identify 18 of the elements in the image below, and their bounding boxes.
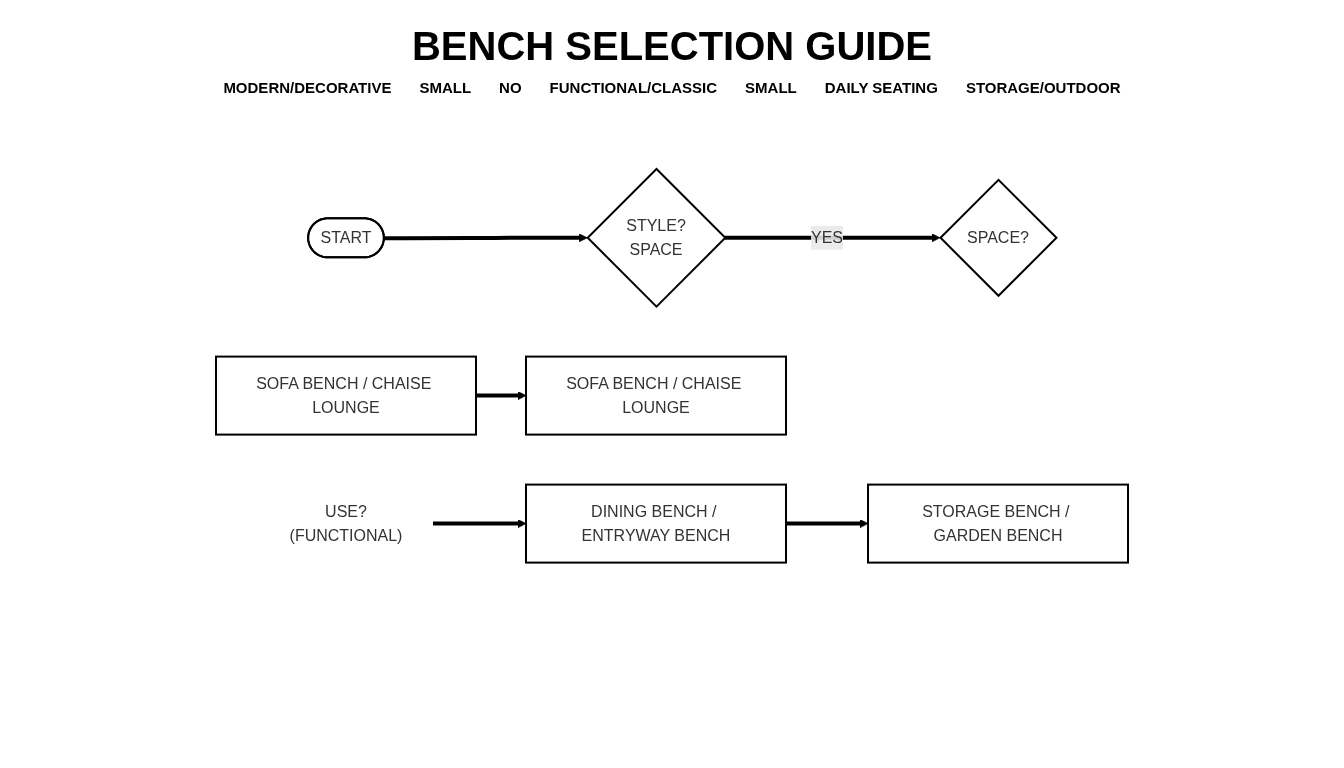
title: BENCH SELECTION GUIDE xyxy=(410,24,933,69)
node-box: STORAGE BENCH / GARDEN BENCH xyxy=(867,483,1129,564)
note-label: MODERN/DECORATIVE xyxy=(223,79,392,96)
node-diamond: STYLE? SPACE xyxy=(586,167,727,309)
note-label: STORAGE/OUTDOOR xyxy=(965,79,1121,96)
note-label: DAILY SEATING xyxy=(824,79,938,96)
note-label: SMALL xyxy=(745,79,797,96)
note-label: SMALL xyxy=(419,79,472,96)
note-label: FUNCTIONAL/CLASSIC xyxy=(549,79,718,96)
edge-label: YES xyxy=(810,229,843,246)
arrow xyxy=(384,233,588,243)
node-box: SOFA BENCH / CHAISE LOUNGE xyxy=(525,355,787,436)
node-box: DINING BENCH / ENTRYWAY BENCH xyxy=(525,483,787,564)
note-label: NO xyxy=(499,79,522,96)
arrow xyxy=(786,519,869,529)
node-box: SOFA BENCH / CHAISE LOUNGE xyxy=(215,355,477,436)
node-text: USE? (FUNCTIONAL) xyxy=(289,502,403,544)
node-diamond: SPACE? xyxy=(939,178,1058,298)
